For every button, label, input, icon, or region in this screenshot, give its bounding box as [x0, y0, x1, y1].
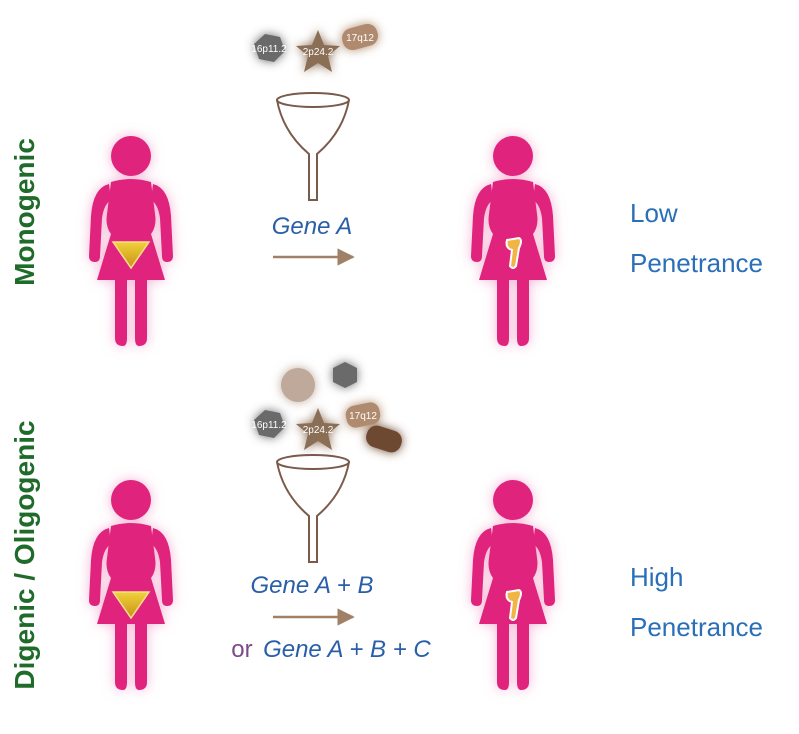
or-word: or — [231, 636, 252, 663]
outcome-line2-row2: Penetrance — [630, 612, 763, 642]
yellow-triangle-icon — [111, 241, 151, 270]
variant-chip-circle — [281, 368, 315, 402]
variant-chip-hexagon — [333, 362, 357, 388]
outcome-line1-row1: Low — [630, 198, 678, 228]
variant-chip-2p24.2 — [296, 408, 340, 450]
variant-chip-17q12 — [345, 402, 381, 428]
variant-chip-2p24.2 — [296, 30, 340, 72]
variant-chips-row2: 16p11.2 2p24.2 17q12 — [251, 362, 402, 453]
variant-label-16p11.2: 16p11.2 — [251, 420, 287, 431]
malformed-organ-icon — [505, 236, 522, 269]
gene-combination-abc: Gene A + B + C — [263, 636, 431, 663]
variant-label-2p24.2: 2p24.2 — [303, 47, 334, 58]
woman-icon-row2-left — [89, 480, 173, 690]
outcome-line2-row1: Penetrance — [630, 248, 763, 278]
woman-icon-row2-right — [471, 480, 555, 690]
malformed-organ-icon — [505, 588, 522, 621]
variant-chip-dark — [366, 425, 402, 453]
variant-chip-17q12 — [342, 23, 378, 51]
outcome-line1-row2: High — [630, 562, 683, 592]
variant-label-17q12: 17q12 — [346, 33, 374, 44]
variant-chip-16p11.2 — [254, 410, 285, 438]
variant-label-2p24.2: 2p24.2 — [303, 425, 334, 436]
woman-icon-row1-right — [471, 136, 555, 346]
funnel-icon-row2 — [276, 454, 350, 563]
side-label-oligogenic: Digenic / Oligogenic — [9, 420, 40, 689]
variant-label-16p11.2: 16p11.2 — [251, 44, 287, 55]
side-label-monogenic: Monogenic — [9, 138, 40, 286]
yellow-triangle-icon — [111, 591, 151, 620]
gene-label-row2-alt: or Gene A + B + C — [231, 636, 431, 663]
woman-icon-row1-left — [89, 136, 173, 346]
variant-chips-row1: 16p11.2 2p24.2 17q12 — [251, 23, 378, 72]
gene-label-row1: Gene A — [272, 213, 353, 240]
gene-label-row2: Gene A + B — [251, 572, 374, 599]
funnel-icon-row1 — [276, 92, 350, 201]
variant-label-17q12: 17q12 — [349, 411, 377, 422]
variant-chip-16p11.2 — [254, 34, 285, 62]
